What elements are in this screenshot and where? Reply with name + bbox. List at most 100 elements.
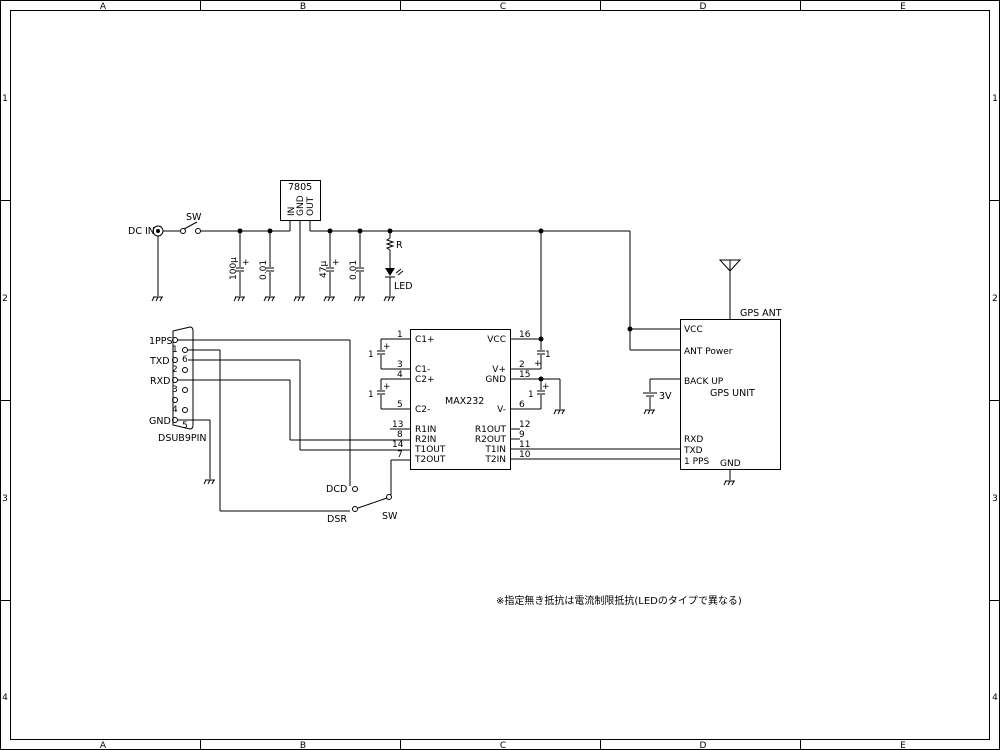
svg-text:+: +	[542, 382, 550, 392]
col-bottom-e: E	[900, 741, 906, 750]
svg-text:GND: GND	[485, 375, 506, 385]
regulator-pin-in: IN	[287, 207, 297, 216]
power-switch-contact-icon	[195, 228, 201, 234]
led-icon	[385, 268, 395, 276]
dsr-contact-icon	[352, 506, 358, 512]
svg-text:100μ: 100μ	[229, 257, 239, 280]
svg-text:+: +	[534, 359, 542, 369]
svg-text:T2OUT: T2OUT	[414, 455, 446, 465]
row-left-1: 1	[2, 94, 8, 104]
svg-text:6: 6	[182, 355, 188, 365]
gps-pin-gnd: GND	[720, 459, 741, 469]
dcd-label: DCD	[326, 484, 347, 495]
gps-pin-1pps: 1 PPS	[684, 457, 709, 467]
dc-jack-center-icon	[156, 229, 160, 233]
svg-text:3: 3	[397, 360, 403, 370]
resistor-note: ※指定無き抵抗は電流制限抵抗(LEDのタイプで異なる)	[496, 594, 742, 607]
col-bottom-a: A	[100, 741, 107, 750]
svg-text:15: 15	[519, 370, 530, 380]
svg-text:14: 14	[392, 440, 404, 450]
svg-text:7: 7	[397, 450, 403, 460]
col-top-c: C	[500, 2, 506, 12]
svg-text:+: +	[332, 258, 340, 268]
led-label: LED	[394, 281, 413, 292]
row-markers: 1 2 3 4 1 2 3 4	[2, 94, 998, 703]
gps-unit-body	[680, 319, 781, 470]
svg-text:C1+: C1+	[415, 335, 435, 345]
ground-icon	[151, 296, 163, 302]
regulator-7805	[280, 180, 321, 221]
svg-text:C1-: C1-	[415, 365, 430, 375]
svg-text:C2+: C2+	[415, 375, 435, 385]
svg-text:47μ: 47μ	[319, 261, 329, 278]
gps-unit-name: GPS UNIT	[710, 388, 755, 399]
svg-text:1: 1	[528, 390, 534, 400]
ground-icon	[723, 480, 735, 486]
cap-100u: + 100μ	[229, 231, 250, 296]
common-contact-icon	[386, 494, 392, 500]
column-markers: A B C D E A B C D E	[100, 2, 906, 750]
dsub-shell-icon	[172, 326, 194, 430]
col-bottom-c: C	[500, 741, 506, 750]
dsub-name: DSUB9PIN	[158, 433, 207, 444]
power-switch-label: SW	[186, 212, 202, 223]
svg-text:V-: V-	[497, 405, 506, 415]
svg-text:2: 2	[519, 360, 525, 370]
svg-text:R2OUT: R2OUT	[475, 435, 507, 445]
cap-vplus: + 1	[534, 339, 551, 369]
selector-lever-icon	[357, 497, 388, 509]
row-right-1: 1	[992, 94, 998, 104]
cap-c2: + 1	[368, 378, 391, 410]
svg-text:12: 12	[519, 420, 530, 430]
svg-text:+: +	[383, 382, 391, 392]
svg-text:9: 9	[519, 430, 525, 440]
col-bottom-d: D	[700, 741, 707, 750]
col-top-a: A	[100, 2, 107, 12]
svg-text:10: 10	[519, 450, 531, 460]
regulator-pin-gnd: GND	[296, 195, 306, 216]
gps-pin-backup: BACK UP	[684, 377, 724, 387]
svg-text:1: 1	[368, 390, 374, 400]
col-top-e: E	[900, 2, 906, 12]
ground-icon	[383, 296, 395, 302]
row-left-2: 2	[2, 294, 8, 304]
svg-text:T2IN: T2IN	[484, 455, 506, 465]
battery-label: 3V	[659, 391, 672, 402]
gps-unit: GPS UNIT GPS ANT VCC ANT Power BACK UP R…	[643, 259, 782, 486]
ground-icon	[263, 296, 275, 302]
ground-icon	[293, 296, 305, 302]
ground-icon	[553, 409, 565, 415]
power-supply: DC IN SW 7805 IN GND OUT	[128, 180, 680, 351]
gps-pin-rxd: RXD	[684, 435, 703, 445]
svg-text:+: +	[242, 258, 250, 268]
dsub-txd-label: TXD	[149, 356, 170, 367]
cap-vminus: + 1	[528, 376, 550, 409]
svg-text:C2-: C2-	[415, 405, 430, 415]
svg-text:13: 13	[392, 420, 403, 430]
cap-c1: + 1	[368, 338, 391, 370]
svg-text:0.01: 0.01	[259, 260, 269, 280]
ground-icon	[643, 409, 655, 415]
svg-text:1: 1	[397, 330, 403, 340]
selector-switch-label: SW	[382, 511, 398, 522]
svg-text:4: 4	[172, 405, 178, 415]
row-left-3: 3	[2, 494, 8, 504]
svg-text:0.01: 0.01	[349, 260, 359, 280]
resistor-label: R	[396, 240, 403, 251]
resistor-icon	[385, 237, 395, 251]
svg-text:5: 5	[182, 421, 188, 431]
svg-text:11: 11	[519, 440, 530, 450]
dsr-label: DSR	[327, 514, 347, 525]
svg-text:VCC: VCC	[487, 335, 506, 345]
gps-pin-ant-power: ANT Power	[684, 347, 733, 357]
dcd-contact-icon	[352, 486, 358, 492]
svg-text:R1IN: R1IN	[415, 425, 436, 435]
dsub-rxd-label: RXD	[150, 376, 170, 387]
svg-text:6: 6	[519, 400, 525, 410]
row-right-2: 2	[992, 294, 998, 304]
svg-text:8: 8	[397, 430, 403, 440]
svg-text:V+: V+	[492, 365, 506, 375]
cap-47u: + 47μ	[319, 231, 340, 296]
dsub-1pps-label: 1PPS	[149, 336, 173, 347]
